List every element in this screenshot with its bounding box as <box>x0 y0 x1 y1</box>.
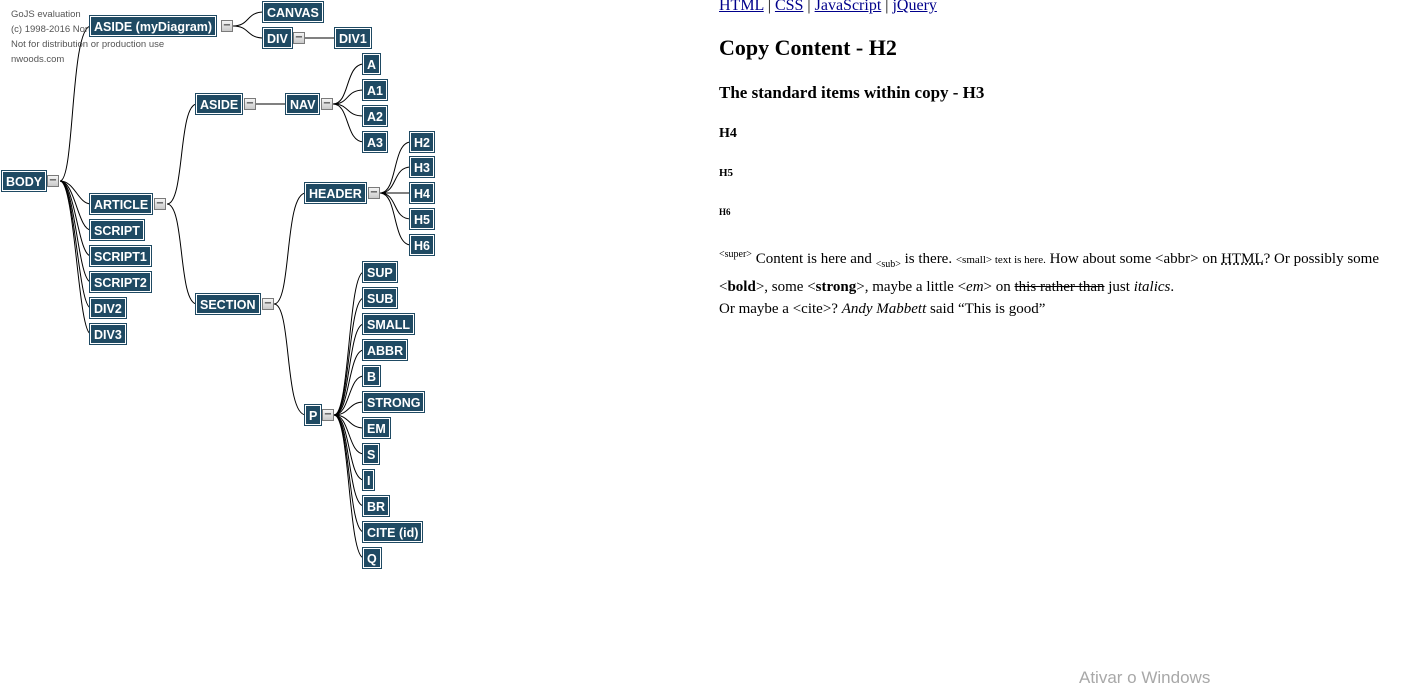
node-p[interactable]: P <box>305 405 322 425</box>
collapse-button-aside[interactable]: − <box>244 98 256 110</box>
bold-text: bold <box>727 279 756 295</box>
node-aside-mydiagram[interactable]: ASIDE (myDiagram) <box>90 16 217 36</box>
nav-separator: | <box>767 0 771 14</box>
nav-link-jquery[interactable]: jQuery <box>892 0 937 14</box>
watermark-line: Not for distribution or production use <box>11 39 165 50</box>
strike-text: this rather than <box>1014 279 1105 295</box>
cite-text: Andy Mabbett <box>841 301 927 317</box>
small-text: <small> text is here. <box>955 254 1046 266</box>
top-nav: HTML | CSS | JavaScript | jQuery <box>719 0 937 15</box>
node-article[interactable]: ARTICLE <box>90 194 153 214</box>
node-h2[interactable]: H2 <box>410 132 434 152</box>
node-q[interactable]: Q <box>363 548 381 568</box>
para-text: > on <box>983 279 1015 295</box>
heading-h5: H5 <box>719 167 734 179</box>
nav-link-html[interactable]: HTML <box>719 0 764 14</box>
node-header[interactable]: HEADER <box>305 183 366 203</box>
windows-activation-watermark: Ativar o Windows <box>1079 668 1211 687</box>
node-h6[interactable]: H6 <box>410 235 434 255</box>
node-canvas[interactable]: CANVAS <box>263 2 323 22</box>
tree-links <box>59 11 412 559</box>
node-section[interactable]: SECTION <box>196 294 260 314</box>
node-sub[interactable]: SUB <box>363 288 398 308</box>
heading-h2: Copy Content - H2 <box>719 35 897 60</box>
watermark-line: GoJS evaluation <box>11 9 81 20</box>
italic-text: italics <box>1133 279 1171 295</box>
nav-separator: | <box>885 0 889 14</box>
node-script2[interactable]: SCRIPT2 <box>90 272 151 292</box>
node-s[interactable]: S <box>363 444 380 464</box>
heading-h4: H4 <box>719 126 737 141</box>
node-div3[interactable]: DIV3 <box>90 324 126 344</box>
node-sup[interactable]: SUP <box>363 262 397 282</box>
para-text: >, maybe a little < <box>856 279 967 295</box>
para-text: just <box>1104 279 1134 295</box>
node-a1[interactable]: A1 <box>363 80 387 100</box>
node-h4[interactable]: H4 <box>410 183 434 203</box>
nav-link-javascript[interactable]: JavaScript <box>814 0 882 14</box>
node-cite[interactable]: CITE (id) <box>363 522 423 542</box>
node-script[interactable]: SCRIPT <box>90 220 144 240</box>
para-text: Content is here and <box>751 251 876 267</box>
collapse-button-aside-mydiagram[interactable]: − <box>221 20 233 32</box>
collapse-button-p[interactable]: − <box>322 409 334 421</box>
node-aside[interactable]: ASIDE <box>196 94 243 114</box>
para-text: Or maybe a <cite>? <box>719 301 842 317</box>
strong-text: strong <box>815 279 857 295</box>
para-text: said <box>926 301 958 317</box>
para-text: ? Or possibly some < <box>719 251 1379 295</box>
sup-text: <super> <box>719 249 752 260</box>
node-div[interactable]: DIV <box>263 28 292 48</box>
node-em[interactable]: EM <box>363 418 390 438</box>
node-h5[interactable]: H5 <box>410 209 434 229</box>
para-text: is there. <box>900 251 956 267</box>
node-body[interactable]: BODY <box>2 171 47 191</box>
para-text: . <box>1170 279 1175 295</box>
collapse-button-nav[interactable]: − <box>321 98 333 110</box>
node-b[interactable]: B <box>363 366 381 386</box>
node-script1[interactable]: SCRIPT1 <box>90 246 151 266</box>
watermark-line: nwoods.com <box>11 54 65 65</box>
node-nav[interactable]: NAV <box>286 94 320 114</box>
para-text: >, some < <box>755 279 816 295</box>
nav-separator: | <box>807 0 811 14</box>
nav-link-css[interactable]: CSS <box>774 0 804 14</box>
sub-text: <sub> <box>875 259 901 270</box>
node-div1[interactable]: DIV1 <box>335 28 371 48</box>
heading-h3: The standard items within copy - H3 <box>719 83 985 102</box>
node-a3[interactable]: A3 <box>363 132 387 152</box>
quote-text: “This is good” <box>957 301 1046 317</box>
node-a2[interactable]: A2 <box>363 106 387 126</box>
node-small[interactable]: SMALL <box>363 314 415 334</box>
collapse-button-section[interactable]: − <box>262 298 274 310</box>
collapse-button-header[interactable]: − <box>368 187 380 199</box>
watermark-line: (c) 1998-2016 Northwoods Software <box>11 24 164 35</box>
gojs-evaluation-watermark: GoJS evaluation (c) 1998-2016 Northwoods… <box>11 7 164 67</box>
node-strong[interactable]: STRONG <box>363 392 425 412</box>
node-a[interactable]: A <box>363 54 381 74</box>
em-text: em <box>966 279 984 295</box>
heading-h6: H6 <box>719 207 731 217</box>
gojs-diagram[interactable]: GoJS evaluation (c) 1998-2016 Northwoods… <box>0 0 700 680</box>
node-h3[interactable]: H3 <box>410 157 434 177</box>
para-text: How about some <abbr> on <box>1045 251 1222 267</box>
collapse-button-body[interactable]: − <box>47 175 59 187</box>
abbr-html[interactable]: HTML <box>1221 251 1264 267</box>
copy-paragraph: <super> Content is here and <sub> is the… <box>719 244 1416 320</box>
collapse-button-div[interactable]: − <box>293 32 305 44</box>
collapse-button-article[interactable]: − <box>154 198 166 210</box>
node-br[interactable]: BR <box>363 496 390 516</box>
node-abbr[interactable]: ABBR <box>363 340 408 360</box>
node-div2[interactable]: DIV2 <box>90 298 126 318</box>
node-i[interactable]: I <box>363 470 375 490</box>
